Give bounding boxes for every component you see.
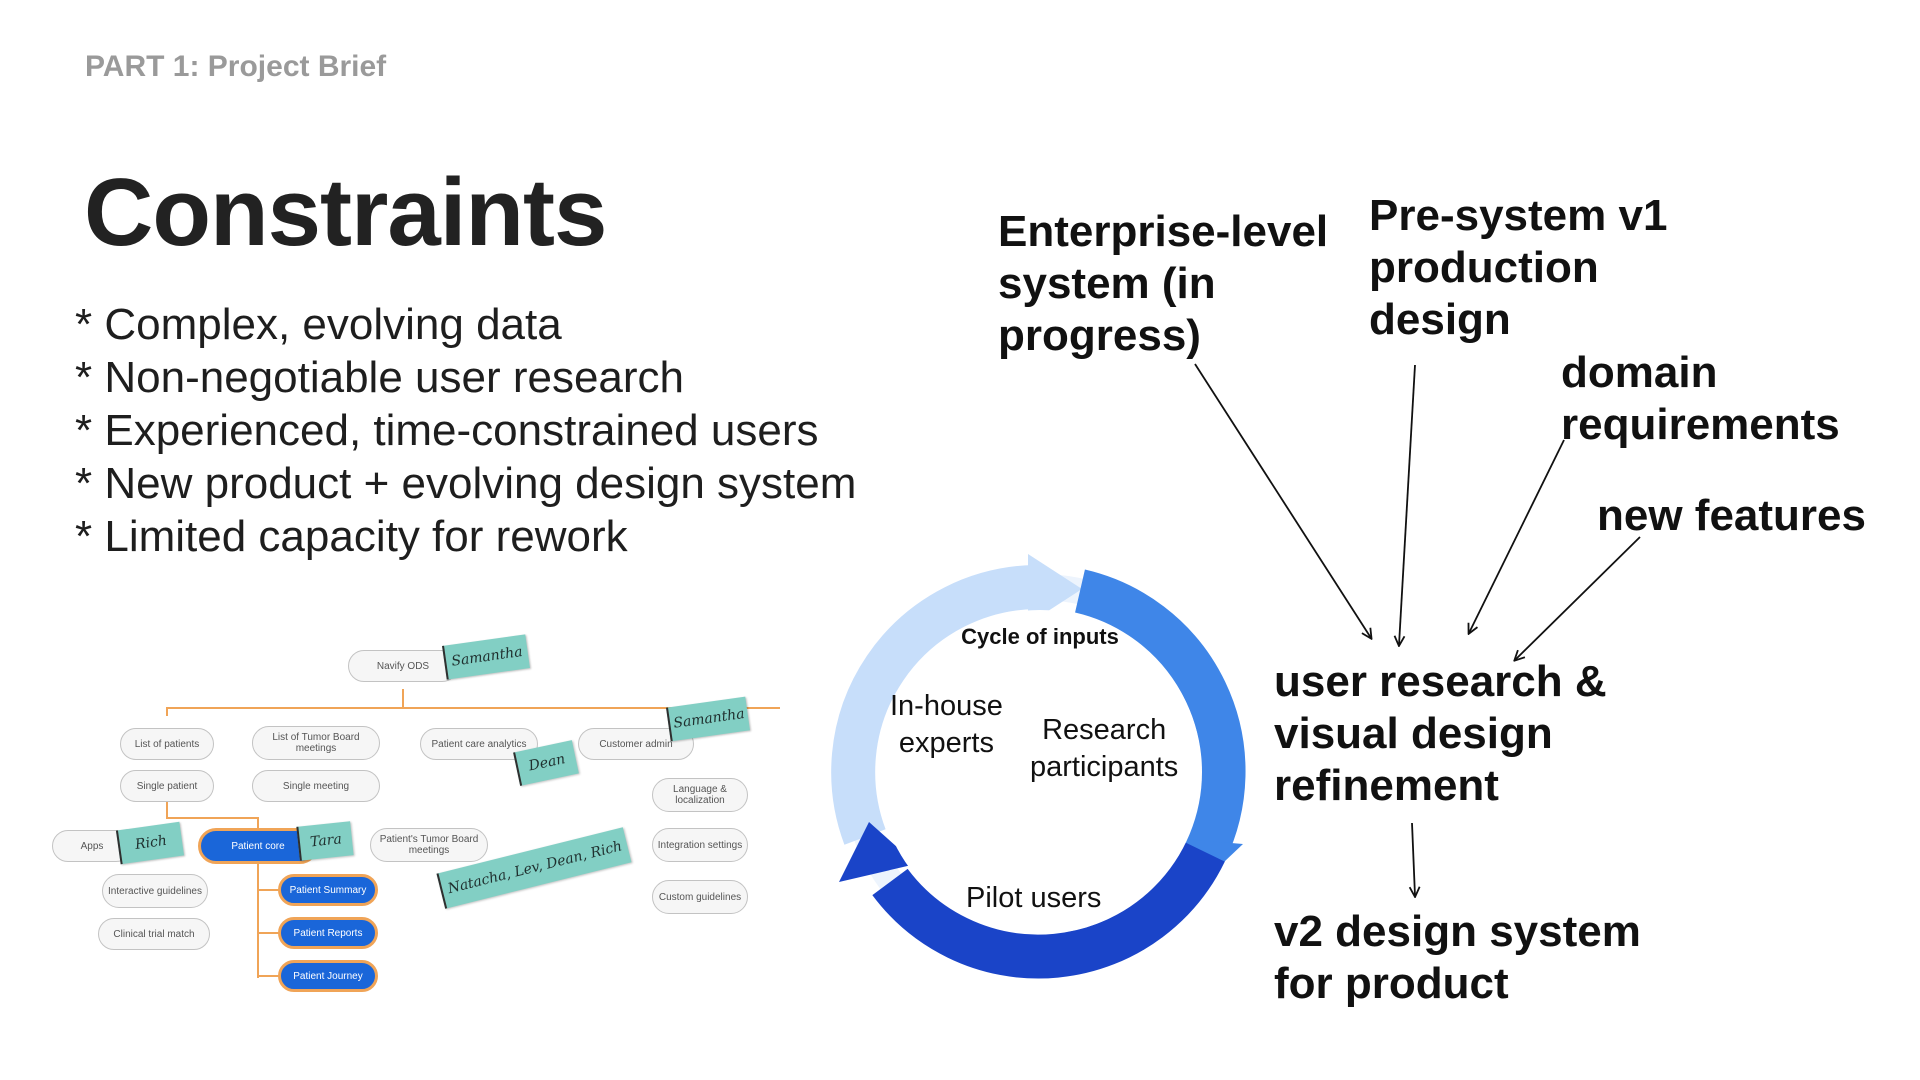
cycle-arrow-head bbox=[1028, 554, 1082, 624]
sitemap-node-active: Patient Reports bbox=[278, 917, 378, 949]
sitemap-node-root: Navify ODS bbox=[348, 650, 458, 682]
sitemap-node: Customer admin bbox=[578, 728, 694, 760]
sitemap-node: Clinical trial match bbox=[98, 918, 210, 950]
constraint-item: * Non-negotiable user research bbox=[75, 353, 685, 402]
sitemap-node: Language & localization bbox=[652, 778, 748, 812]
flow-arrow bbox=[1194, 363, 1371, 638]
flow-arrow bbox=[1412, 822, 1415, 896]
sitemap-node: Patient's Tumor Board meetings bbox=[370, 828, 488, 862]
cycle-title: Cycle of inputs bbox=[961, 624, 1119, 649]
flow-arrow bbox=[1515, 536, 1641, 660]
constraint-item: * Limited capacity for rework bbox=[75, 512, 628, 561]
sitemap-node-active: Patient Journey bbox=[278, 960, 378, 992]
breadcrumb: PART 1: Project Brief bbox=[85, 50, 387, 83]
flow-arrow bbox=[1399, 364, 1416, 645]
constraint-item: * Complex, evolving data bbox=[75, 300, 562, 349]
cycle-arc-mid bbox=[1074, 569, 1246, 862]
constraint-item: * Experienced, time-constrained users bbox=[75, 406, 819, 455]
sitemap-node: Custom guidelines bbox=[652, 880, 748, 914]
cycle-label-right: Research participants bbox=[1030, 714, 1179, 783]
cycle-arc-dark bbox=[872, 842, 1225, 979]
flow-arrow bbox=[1469, 439, 1565, 633]
cycle-diagram bbox=[831, 554, 1246, 979]
constraints-list: * Complex, evolving data * Non-negotiabl… bbox=[75, 298, 856, 563]
flow-input-domain: domain requirements bbox=[1561, 348, 1840, 449]
sitemap-node: Integration settings bbox=[652, 828, 748, 862]
flow-input-enterprise: Enterprise-level system (in progress) bbox=[998, 207, 1329, 360]
sitemap-node: Interactive guidelines bbox=[102, 874, 208, 908]
cycle-center bbox=[878, 610, 1202, 934]
flow-hub: user research & visual design refinement bbox=[1274, 657, 1607, 810]
flow-output: v2 design system for product bbox=[1274, 907, 1641, 1008]
sitemap-node: Single meeting bbox=[252, 770, 380, 802]
sitemap-node: Single patient bbox=[120, 770, 214, 802]
sitemap-node: List of patients bbox=[120, 728, 214, 760]
sitemap-node-active: Patient Summary bbox=[278, 874, 378, 906]
cycle-label-left: In-house experts bbox=[890, 690, 1003, 759]
cycle-arrow-head bbox=[839, 822, 916, 882]
flow-input-presystem: Pre-system v1 production design bbox=[1369, 191, 1668, 344]
cycle-arc-light bbox=[831, 565, 1036, 845]
constraint-item: * New product + evolving design system bbox=[75, 459, 857, 508]
flow-input-features: new features bbox=[1597, 491, 1866, 540]
cycle-label-bottom: Pilot users bbox=[966, 882, 1102, 914]
page-title: Constraints bbox=[84, 159, 607, 266]
sitemap-node: List of Tumor Board meetings bbox=[252, 726, 380, 760]
sitemap-diagram: Navify ODS List of patients Single patie… bbox=[0, 620, 780, 1020]
